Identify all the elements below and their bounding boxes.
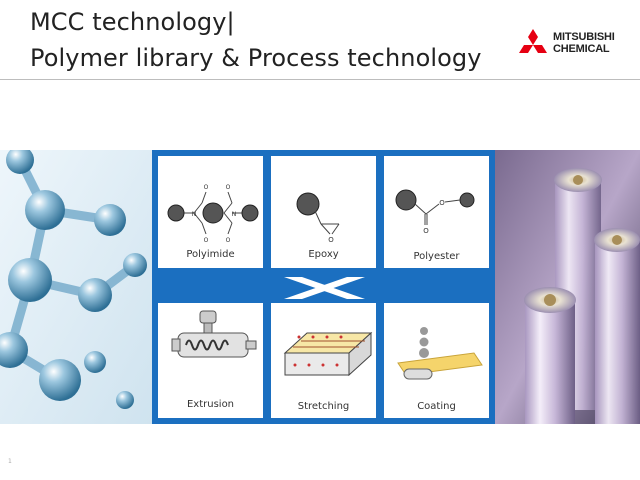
coating-roll-icon (397, 327, 483, 380)
logo-line-1: MITSUBISHI (553, 31, 615, 43)
polyester-structure-icon: O O (395, 189, 475, 235)
process-label-coating: Coating (417, 401, 456, 412)
title-line-2: Polymer library & Process technology (30, 44, 482, 72)
logo-line-2: CHEMICAL (553, 43, 610, 55)
process-label-stretching: Stretching (297, 401, 350, 412)
polyester-atom-o1: O (439, 199, 445, 207)
polyester-atom-o2: O (423, 227, 429, 235)
polymer-card-epoxy: O Epoxy (271, 156, 376, 268)
page-number: 1 (8, 458, 12, 465)
polyimide-atom-o1: O (204, 184, 209, 191)
molecule-photo (0, 150, 152, 424)
polyimide-atom-n2: N (232, 211, 237, 218)
cross-combination-icon (284, 277, 365, 299)
header-divider (0, 79, 640, 80)
polyimide-atom-o2: O (226, 184, 231, 191)
logo-wordmark: MITSUBISHI CHEMICAL (553, 31, 615, 55)
film-rolls-photo (495, 150, 640, 424)
polyimide-atom-o4: O (226, 237, 231, 244)
polymer-card-polyimide: N N O O O O Polyimide (158, 156, 263, 268)
epoxy-structure-icon: O (296, 192, 340, 244)
process-card-stretching: Stretching (271, 303, 376, 418)
polymer-label-polyimide: Polyimide (186, 249, 235, 260)
process-card-coating: Coating (384, 303, 489, 418)
polyimide-structure-icon: N N O O O O (167, 184, 259, 244)
stretching-frame-icon (283, 331, 373, 377)
polymer-label-polyester: Polyester (413, 251, 460, 262)
epoxy-atom-o: O (328, 236, 334, 244)
polymer-label-epoxy: Epoxy (308, 249, 339, 260)
mitsubishi-logo-icon (519, 29, 547, 53)
title-line-1: MCC technology| (30, 8, 235, 36)
extruder-icon (171, 310, 257, 358)
process-label-extrusion: Extrusion (186, 399, 235, 410)
polyimide-atom-o3: O (204, 237, 209, 244)
polyimide-atom-n1: N (192, 211, 197, 218)
technology-panel: N N O O O O Polyimide O Epoxy (152, 150, 495, 424)
process-card-extrusion: Extrusion (158, 303, 263, 418)
polymer-card-polyester: O O Polyester (384, 156, 489, 268)
